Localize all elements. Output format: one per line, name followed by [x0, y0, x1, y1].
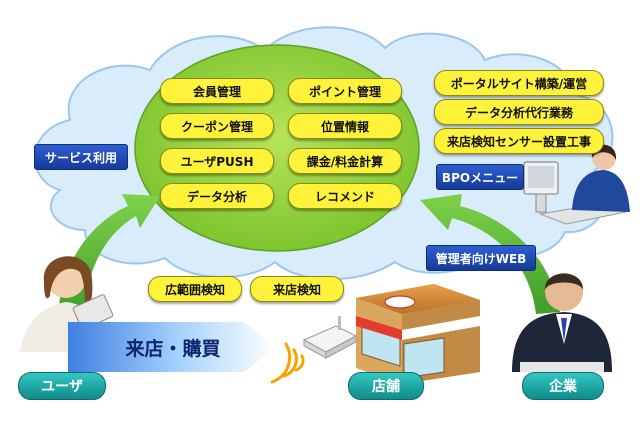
service-member-management: 会員管理	[160, 78, 274, 104]
service-billing: 課金/料金計算	[288, 148, 402, 174]
visit-purchase-text: 来店・購買	[125, 337, 221, 360]
actor-company-badge: 企業	[522, 372, 604, 400]
signal-icon	[270, 342, 305, 384]
operator-computer-icon	[523, 144, 630, 225]
visit-purchase-banner: 来店・購買	[68, 318, 278, 376]
bpo-data-analysis: データ分析代行業務	[434, 99, 604, 125]
service-recommend: レコメンド	[288, 183, 402, 209]
admin-web-label: 管理者向けWEB	[426, 245, 536, 271]
service-use-label: サービス利用	[34, 144, 128, 170]
service-user-push: ユーザPUSH	[160, 148, 274, 174]
company-person-icon	[512, 273, 612, 372]
service-coupon-management: クーポン管理	[160, 113, 274, 139]
store-building-icon	[356, 284, 480, 384]
service-data-analysis: データ分析	[160, 183, 274, 209]
actor-user-badge: ユーザ	[18, 372, 106, 400]
wide-area-detection: 広範囲検知	[148, 276, 242, 302]
sensor-device-icon	[302, 316, 358, 359]
bpo-menu-label: BPOメニュー	[436, 164, 524, 190]
actor-store-badge: 店舗	[348, 372, 424, 400]
bpo-sensor-installation: 来店検知センサー設置工事	[434, 128, 604, 154]
bpo-portal-site: ポータルサイト構築/運営	[434, 70, 604, 96]
store-visit-detection: 来店検知	[250, 276, 344, 302]
banner-arrow-shape	[68, 322, 276, 372]
service-point-management: ポイント管理	[288, 78, 402, 104]
service-location-info: 位置情報	[288, 113, 402, 139]
